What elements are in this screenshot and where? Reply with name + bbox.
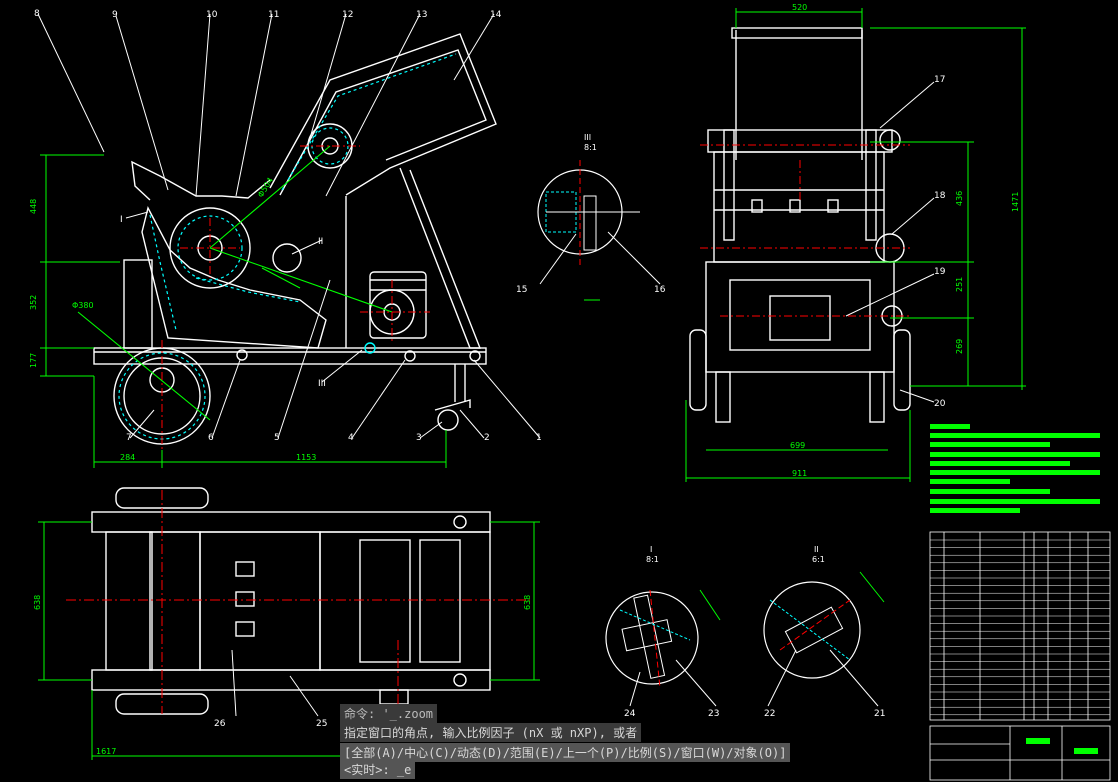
svg-text:1153: 1153	[296, 453, 316, 462]
svg-text:II: II	[814, 545, 819, 554]
callout-5: 5	[274, 433, 280, 443]
title-block-fill	[1026, 738, 1098, 754]
callout-3: 3	[416, 433, 422, 443]
side-red-centerlines	[700, 144, 910, 317]
side-callouts: 17 18 19 20	[934, 75, 946, 409]
callout-1: 1	[536, 433, 542, 443]
svg-text:520: 520	[792, 3, 807, 12]
plan-callouts: 25 26	[214, 719, 327, 729]
side-view	[689, 27, 911, 423]
callout-13: 13	[416, 10, 427, 20]
svg-text:638: 638	[523, 595, 532, 610]
svg-text:Φ380: Φ380	[72, 301, 94, 310]
detail-II: II 6:1 22 21	[763, 545, 885, 719]
svg-text:911: 911	[792, 469, 807, 478]
front-dimensions	[40, 154, 447, 468]
svg-text:1617: 1617	[96, 747, 116, 756]
bom-rows	[930, 539, 1110, 716]
callout-19: 19	[934, 267, 946, 277]
callout-18: 18	[934, 191, 946, 201]
callout-16: 16	[654, 285, 666, 295]
svg-text:436: 436	[955, 191, 964, 206]
callout-2: 2	[484, 433, 490, 443]
svg-text:251: 251	[955, 277, 964, 292]
callout-4: 4	[348, 433, 354, 443]
callout-25: 25	[316, 719, 327, 729]
plan-centerlines	[66, 490, 530, 714]
svg-text:8:1: 8:1	[584, 143, 597, 152]
svg-text:284: 284	[120, 453, 135, 462]
bom-table	[929, 531, 1111, 781]
callout-26: 26	[214, 719, 226, 729]
callout-8: 8	[34, 9, 40, 19]
callout-23: 23	[708, 709, 719, 719]
callout-9: 9	[112, 10, 118, 20]
callout-I: I	[120, 215, 123, 225]
command-history-line-1: 命令: '_.zoom	[340, 704, 438, 723]
callout-7: 7	[126, 433, 132, 443]
callout-12: 12	[342, 10, 353, 20]
svg-text:1471: 1471	[1011, 192, 1020, 212]
command-prompt-options[interactable]: [全部(A)/中心(C)/动态(D)/范围(E)/上一个(P)/比例(S)/窗口…	[340, 743, 791, 762]
svg-text:6:1: 6:1	[812, 555, 825, 564]
callout-21: 21	[874, 709, 885, 719]
callout-III: III	[318, 379, 326, 389]
command-history-line-2: 指定窗口的角点, 输入比例因子 (nX 或 nXP), 或者	[340, 723, 642, 742]
svg-text:699: 699	[790, 441, 805, 450]
side-dim-text: 520 1471 436 251 269 699 911	[790, 3, 1020, 478]
svg-text:352: 352	[29, 295, 38, 310]
callout-20: 20	[934, 399, 946, 409]
side-leaders	[845, 81, 935, 403]
callout-11: 11	[268, 10, 279, 20]
command-input[interactable]: <实时>: _e	[340, 760, 416, 779]
callout-6: 6	[208, 433, 214, 443]
front-red-centerlines	[161, 145, 430, 450]
callout-10: 10	[206, 10, 218, 20]
svg-text:III: III	[584, 133, 591, 142]
front-callouts: 8 9 10 11 12 13 14 1 2 3 4 5 6 7 I II II…	[34, 9, 542, 443]
detail-III: III 8:1 15 16	[516, 133, 666, 301]
front-leaders	[37, 13, 541, 439]
svg-text:8:1: 8:1	[646, 555, 659, 564]
svg-text:638: 638	[33, 595, 42, 610]
svg-text:269: 269	[955, 339, 964, 354]
svg-text:448: 448	[29, 199, 38, 214]
svg-text:177: 177	[29, 353, 38, 368]
svg-text:I: I	[650, 545, 652, 554]
plan-dim-text: 638 638 1617	[33, 595, 532, 756]
technical-notes	[930, 424, 1100, 513]
detail-I: I 8:1 24 23	[605, 545, 721, 719]
callout-15: 15	[516, 285, 527, 295]
callout-14: 14	[490, 10, 502, 20]
front-centerlines	[77, 145, 393, 421]
side-dimensions	[685, 8, 1026, 482]
plan-leaders	[231, 649, 319, 717]
callout-17: 17	[934, 75, 945, 85]
callout-22: 22	[764, 709, 775, 719]
callout-24: 24	[624, 709, 636, 719]
callout-II: II	[318, 237, 323, 247]
